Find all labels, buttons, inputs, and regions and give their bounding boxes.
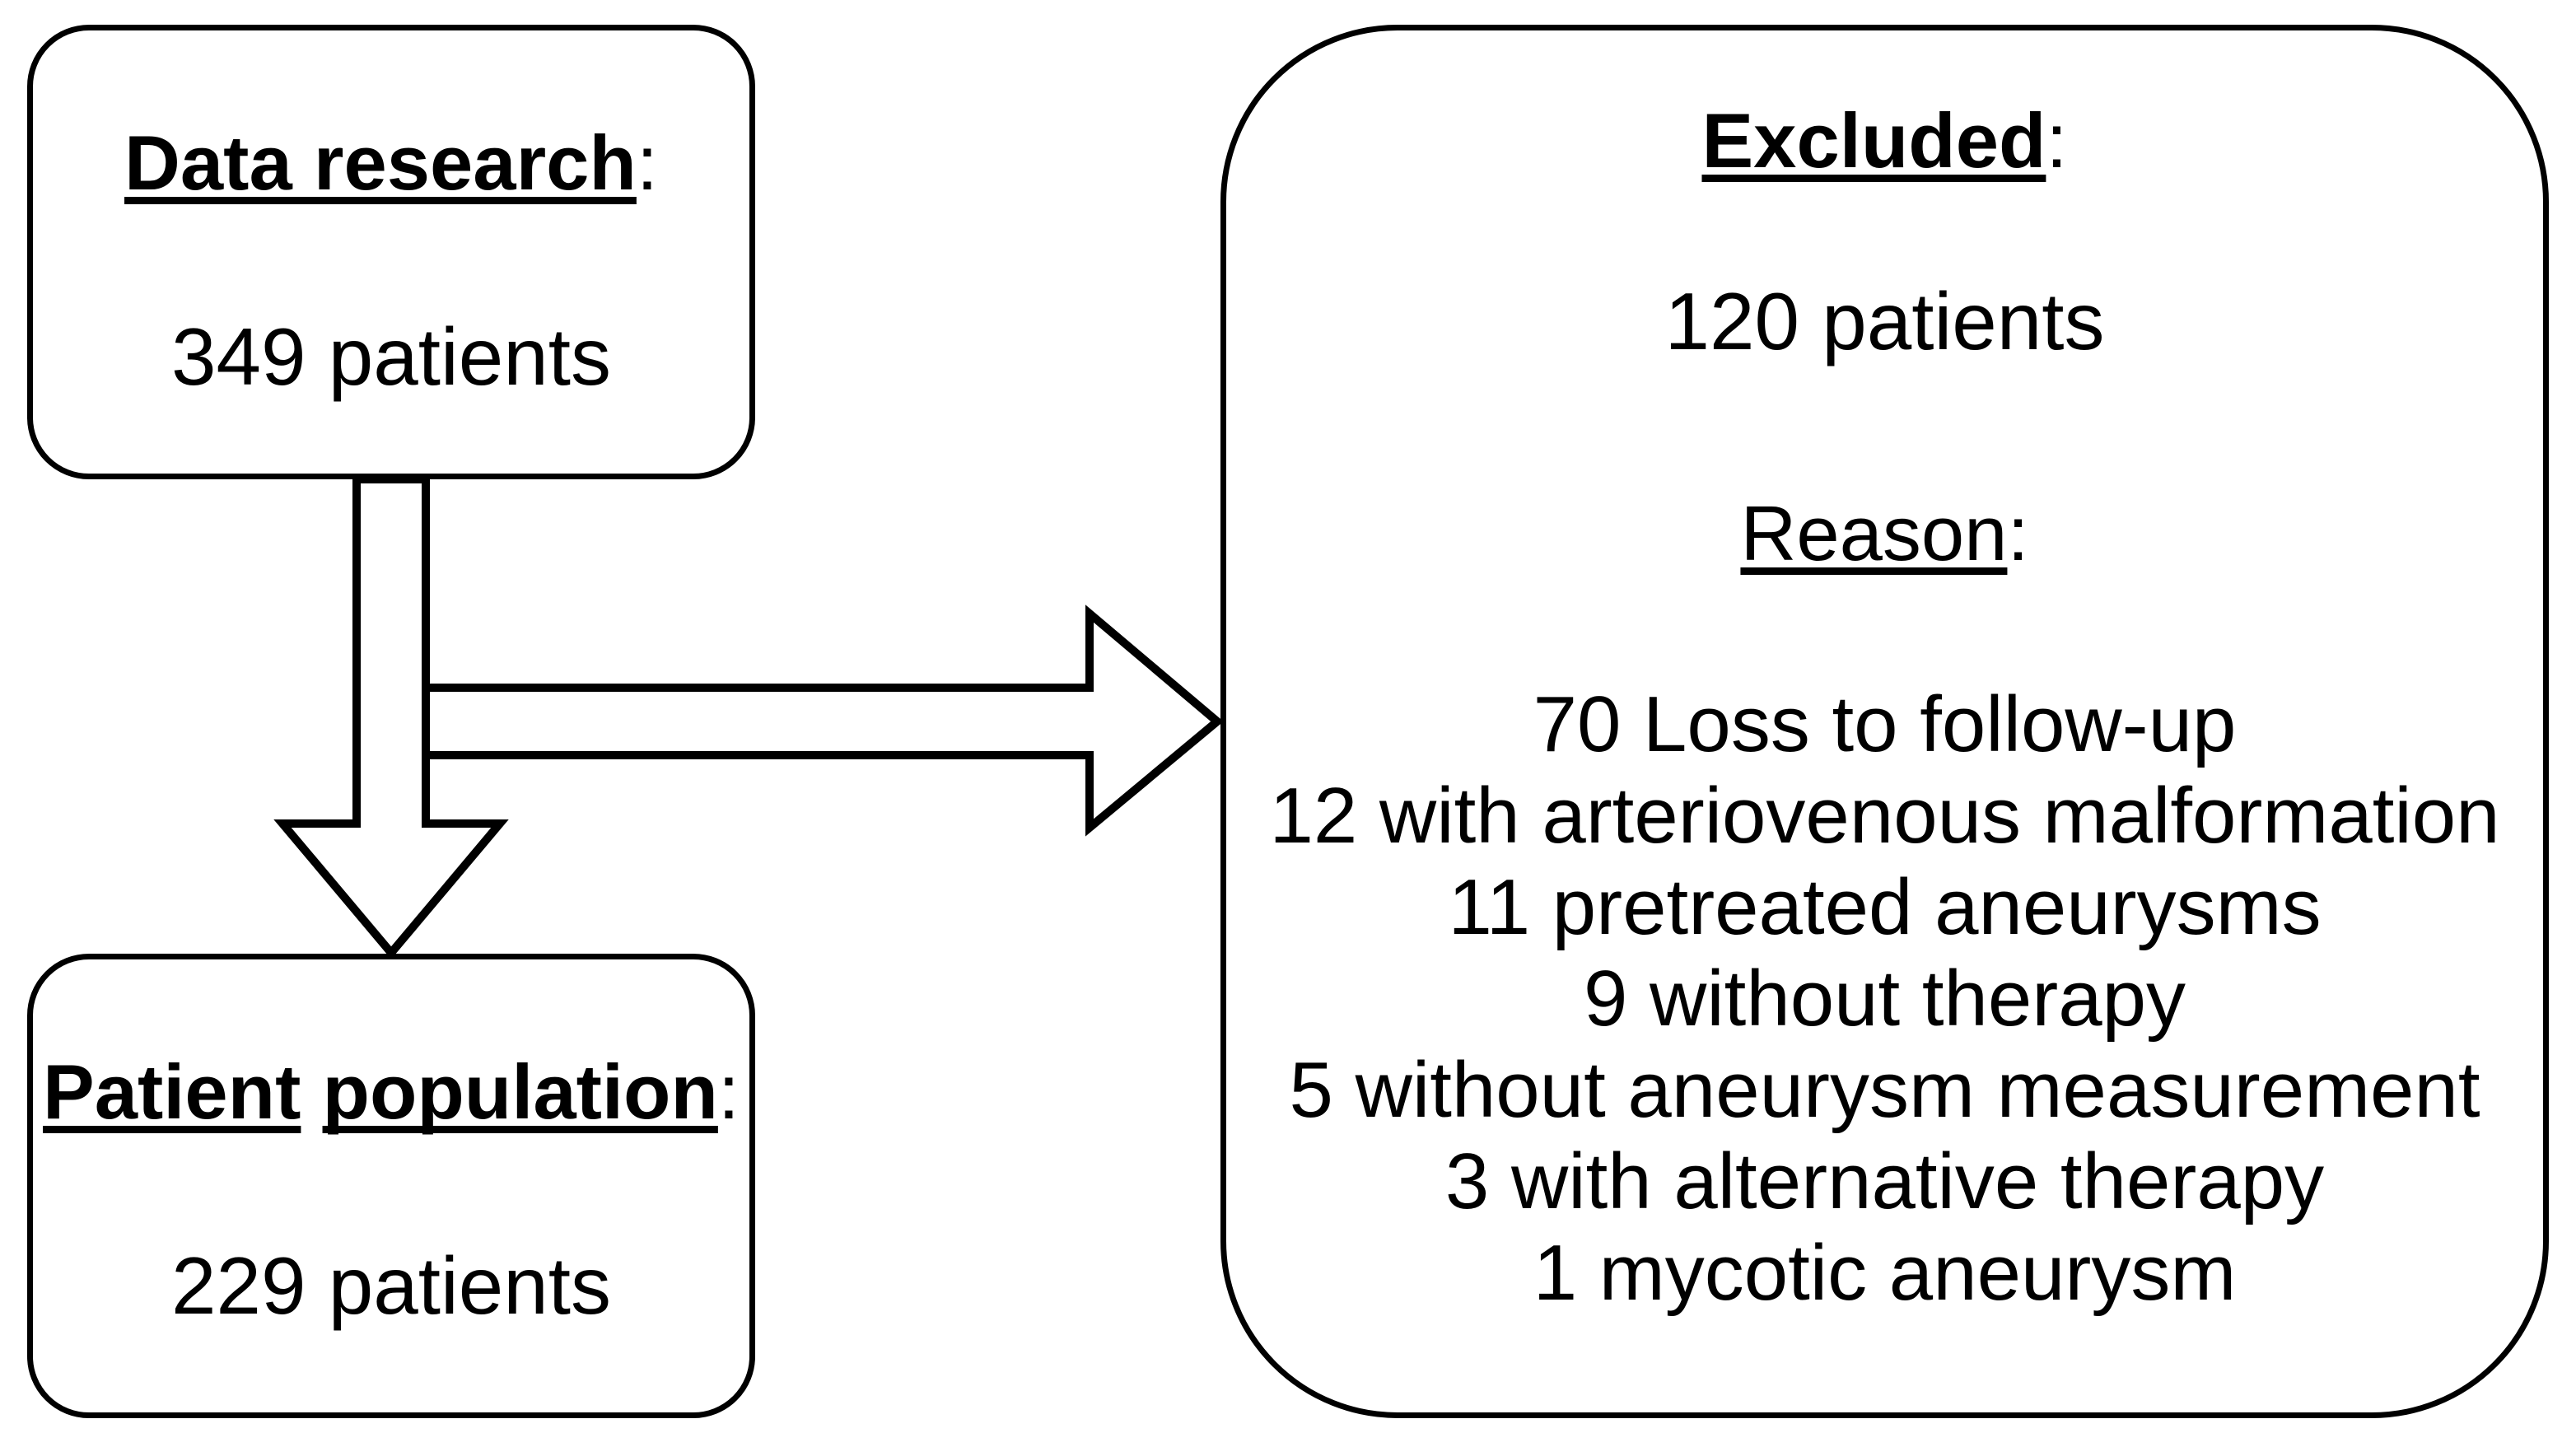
data-research-title-colon: : (636, 119, 658, 206)
reason-heading-colon: : (2007, 490, 2029, 576)
patient-population-box: Patient population: 229 patients (27, 954, 755, 1418)
excluded-title-text: Excluded (1701, 97, 2046, 184)
patient-population-title: Patient population: (33, 1045, 749, 1139)
patient-population-count: 229 patients (171, 1240, 611, 1331)
reason-line: 5 without aneurysm measurement (1289, 1046, 2480, 1134)
data-research-count: 349 patients (171, 311, 611, 402)
excluded-box: Excluded: 120 patients Reason: 70 Loss t… (1220, 25, 2549, 1418)
reason-heading: Reason: (1226, 487, 2543, 581)
data-research-title-text: Data research (124, 119, 637, 206)
excluded-count: 120 patients (1664, 276, 2105, 366)
data-research-title: Data research: (33, 116, 749, 210)
reason-heading-text: Reason (1740, 490, 2008, 576)
patient-population-title-word2: population (322, 1048, 718, 1135)
reason-line: 12 with arteriovenous malformation (1269, 772, 2500, 860)
excluded-title-colon: : (2046, 97, 2068, 184)
reason-line: 70 Loss to follow-up (1533, 680, 2237, 768)
data-research-box: Data research: 349 patients (27, 25, 755, 479)
patient-population-title-word1: Patient (43, 1048, 301, 1135)
reason-line: 3 with alternative therapy (1444, 1137, 2325, 1225)
reason-line: 11 pretreated aneurysms (1448, 863, 2322, 951)
reason-line: 1 mycotic aneurysm (1533, 1229, 2237, 1317)
excluded-title: Excluded: (1226, 94, 2543, 188)
down-arrow (273, 475, 509, 959)
right-arrow (422, 604, 1224, 837)
patient-population-title-colon: : (717, 1048, 740, 1135)
reason-line: 9 without therapy (1583, 955, 2186, 1043)
